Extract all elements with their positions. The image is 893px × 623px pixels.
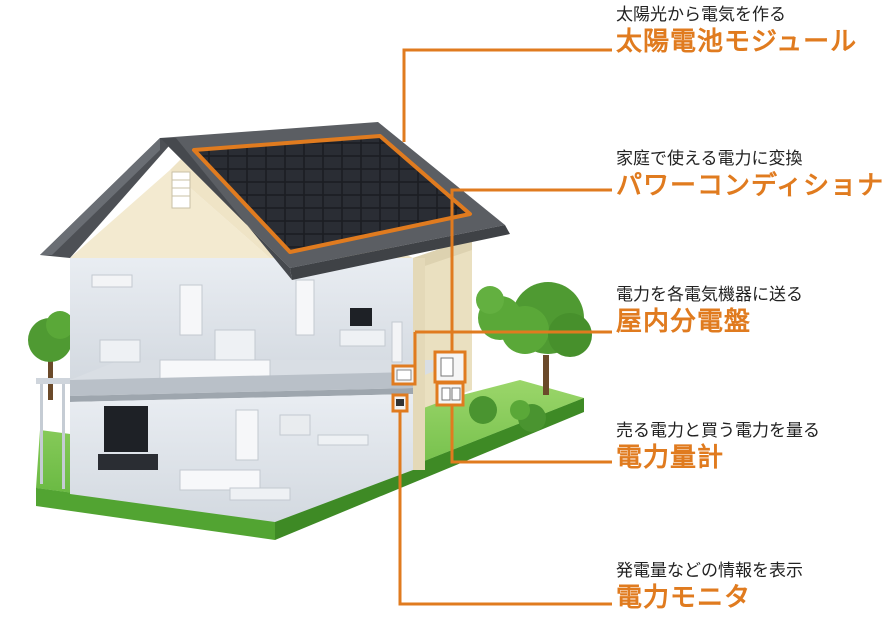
breaker-panel-icon bbox=[391, 364, 417, 386]
leader-line-inverter bbox=[450, 188, 612, 352]
label-title: パワーコンディショナ bbox=[616, 171, 885, 201]
label-title: 太陽電池モジュール bbox=[616, 27, 858, 57]
tree-left bbox=[28, 311, 74, 400]
tree-right bbox=[476, 282, 592, 395]
label-power-conditioner: 家庭で使える電力に変換 パワーコンディショナ bbox=[616, 148, 884, 202]
upper-room bbox=[70, 258, 460, 383]
label-distribution-board: 電力を各電気機器に送る 屋内分電盤 bbox=[616, 284, 803, 338]
label-description: 発電量などの情報を表示 bbox=[616, 561, 803, 581]
lower-room bbox=[70, 394, 413, 522]
solar-panel-icon bbox=[192, 134, 472, 254]
label-solar-module: 太陽光から電気を作る 太陽電池モジュール bbox=[616, 4, 857, 58]
label-title: 電力量計 bbox=[616, 443, 725, 473]
house-corner-wall bbox=[413, 258, 425, 470]
label-title: 電力モニタ bbox=[616, 583, 752, 613]
shrubs bbox=[469, 396, 546, 432]
label-description: 太陽光から電気を作る bbox=[616, 5, 786, 25]
label-description: 売る電力と買う電力を量る bbox=[616, 421, 820, 441]
label-electric-meter: 売る電力と買う電力を量る 電力量計 bbox=[616, 420, 820, 474]
leader-line-solar bbox=[402, 48, 612, 142]
floor-slab bbox=[70, 372, 413, 402]
leader-lines bbox=[398, 48, 612, 606]
label-description: 家庭で使える電力に変換 bbox=[616, 149, 803, 169]
inverter-icon bbox=[433, 350, 467, 384]
label-power-monitor: 発電量などの情報を表示 電力モニタ bbox=[616, 560, 803, 614]
leader-line-monitor bbox=[398, 411, 612, 606]
meter-icon bbox=[435, 381, 465, 407]
leader-line-meter bbox=[450, 405, 612, 464]
monitor-icon bbox=[391, 393, 409, 413]
label-title: 屋内分電盤 bbox=[616, 307, 752, 337]
label-description: 電力を各電気機器に送る bbox=[616, 285, 803, 305]
side-awning bbox=[36, 378, 76, 489]
